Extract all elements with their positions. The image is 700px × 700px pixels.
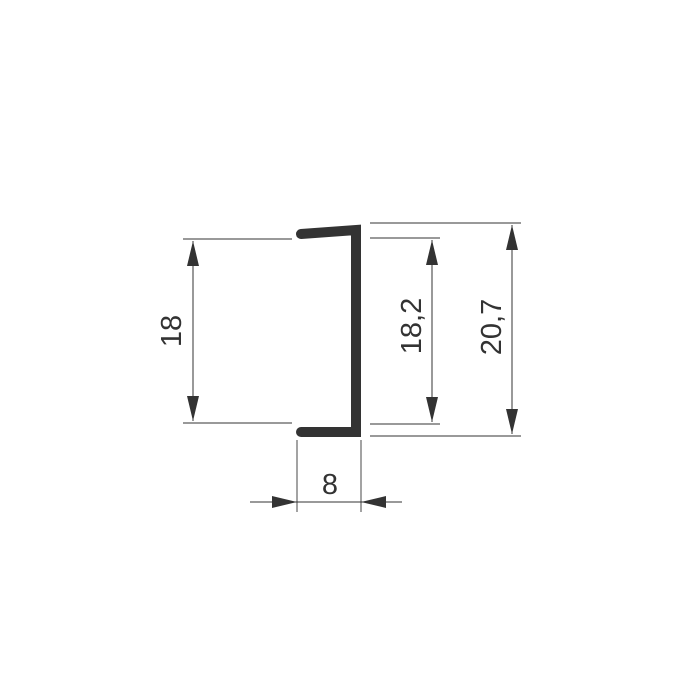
dimension-label-outer: 20,7	[476, 299, 508, 355]
arrowhead-down	[187, 396, 199, 421]
arrowhead-left	[361, 496, 386, 508]
dimension-height-middle: 18,2	[396, 240, 438, 422]
dimension-label-middle: 18,2	[396, 298, 428, 354]
arrowhead-up	[506, 225, 518, 250]
u-channel-profile	[296, 224, 361, 437]
arrowhead-down	[426, 397, 438, 422]
arrowhead-down	[506, 409, 518, 434]
arrowhead-up	[187, 241, 199, 266]
arrowhead-up	[426, 240, 438, 265]
dimension-label-inner: 18	[156, 315, 188, 347]
dimension-height-outer: 20,7	[476, 225, 518, 434]
dimension-width: 8	[250, 469, 402, 508]
dimension-label-width: 8	[322, 469, 338, 501]
arrowhead-right	[272, 496, 297, 508]
dimension-height-inner: 18	[156, 241, 199, 421]
